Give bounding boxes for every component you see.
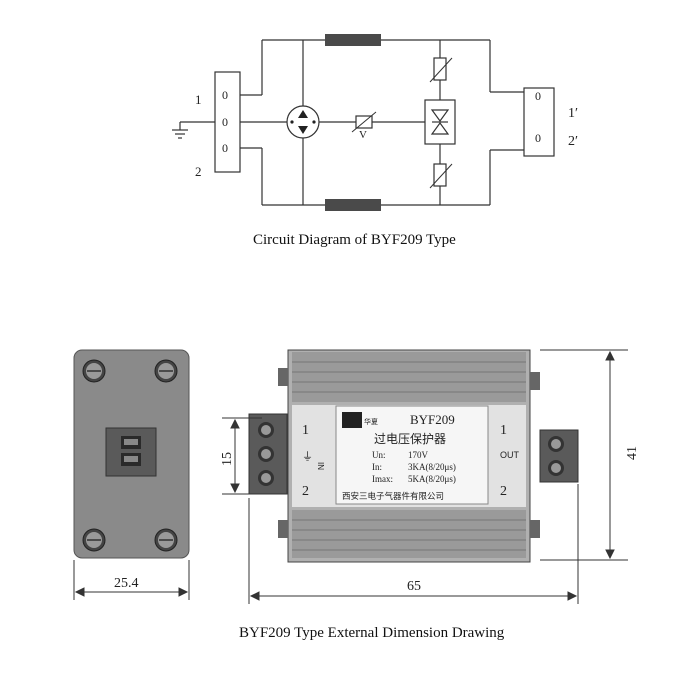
left-terminal-label-2: 2 — [302, 484, 309, 499]
right-terminal-label-2: 2 — [500, 484, 507, 499]
varistor-bottom — [429, 163, 453, 189]
logo-letter: Q — [345, 413, 355, 428]
dimension-caption: BYF209 Type External Dimension Drawing — [239, 625, 505, 641]
side-view — [73, 349, 190, 559]
screw-icon — [82, 359, 106, 383]
screw-icon — [154, 359, 178, 383]
dim-length-label: 65 — [407, 579, 421, 594]
in-value: 3KA(8/20μs) — [408, 462, 456, 472]
left-terminal-block — [248, 413, 288, 495]
screw-icon — [154, 528, 178, 552]
out-hole-2: 0 — [535, 131, 541, 145]
front-view — [278, 349, 540, 563]
terminal-hole-1: 0 — [222, 88, 228, 102]
varistor-label: V — [359, 129, 367, 141]
terminal-hole-2: 0 — [222, 141, 228, 155]
in-mark: IN — [316, 462, 325, 470]
nameplate-model: BYF209 — [410, 412, 455, 427]
logo-small-text: 华夏 — [364, 417, 378, 426]
brand-logo: Q 华夏 — [342, 412, 378, 428]
company-name: 西安三电子气器件有限公司 — [342, 491, 444, 501]
left-terminal-label-1: 1 — [302, 423, 309, 438]
input-label-1: 1 — [195, 92, 202, 107]
varistor-middle: V — [351, 111, 377, 141]
nameplate-cn-name: 过电压保护器 — [374, 432, 446, 446]
right-terminal-label-1: 1 — [500, 423, 507, 438]
imax-value: 5KA(8/20μs) — [408, 474, 456, 484]
dim-terminal — [222, 417, 262, 495]
tvs-diode-box — [424, 99, 456, 145]
dim-terminal-label: 15 — [220, 452, 235, 466]
out-hole-1: 0 — [535, 89, 541, 103]
in-label: In: — [372, 462, 382, 472]
circuit-caption: Circuit Diagram of BYF209 Type — [253, 232, 456, 248]
input-label-2: 2 — [195, 164, 202, 179]
dim-length — [248, 484, 579, 604]
screw-icon — [82, 528, 106, 552]
dim-height — [540, 349, 628, 561]
un-value: 170V — [408, 450, 429, 460]
ground-icon — [172, 122, 188, 139]
right-terminal-block — [539, 429, 579, 483]
output-label-2: 2′ — [568, 134, 578, 149]
inductor-top — [325, 34, 381, 46]
gas-discharge-tube — [286, 105, 320, 139]
imax-label: Imax: — [372, 474, 393, 484]
un-label: Un: — [372, 450, 386, 460]
dim-height-label: 41 — [625, 446, 640, 460]
output-terminal-block — [523, 87, 555, 157]
dim-width-side-label: 25.4 — [114, 576, 139, 591]
output-label-1: 1′ — [568, 106, 578, 121]
input-terminal-block — [214, 71, 241, 173]
out-mark: OUT — [500, 450, 520, 460]
ground-mark-icon: ⏚ — [302, 450, 313, 463]
inductor-bottom — [325, 199, 381, 211]
terminal-hole-ground: 0 — [222, 115, 228, 129]
dim-width-side — [73, 560, 190, 600]
varistor-top — [429, 57, 453, 83]
